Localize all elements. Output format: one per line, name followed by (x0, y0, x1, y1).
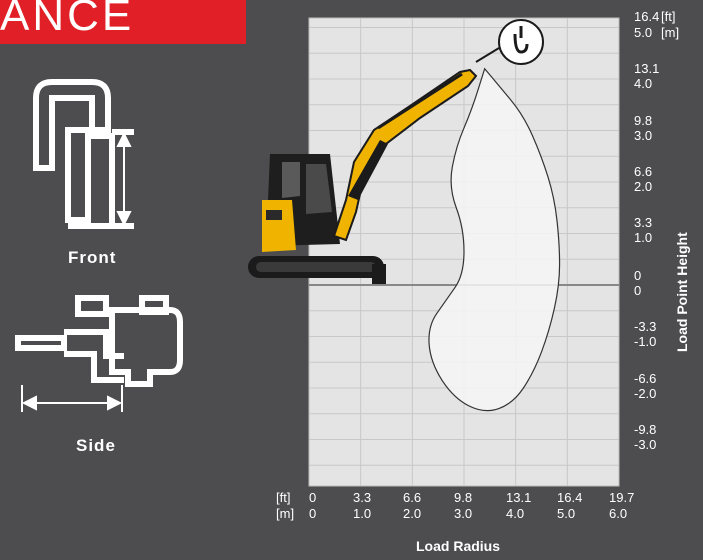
x-tick-ft: 16.4 (557, 490, 583, 505)
y-tick-m: 5.0 (634, 25, 653, 40)
y-unit-m: [m] (661, 25, 680, 40)
x-tick-m: 5.0 (557, 506, 576, 521)
y-tick-m: 3.0 (634, 128, 653, 143)
x-tick-m: 3.0 (454, 506, 473, 521)
side-label: Side (76, 436, 116, 455)
x-tick-ft: 6.6 (403, 490, 422, 505)
y-tick-ft: 9.8 (634, 113, 653, 128)
engine-cover (262, 200, 296, 252)
x-unit-ft: [ft] (276, 490, 291, 505)
x-tick-ft: 3.3 (353, 490, 372, 505)
x-tick-ft: 19.7 (609, 490, 635, 505)
y-tick-m: -1.0 (634, 334, 657, 349)
plot-border (308, 17, 620, 487)
boom (332, 68, 478, 242)
title-banner: ANCE (0, 0, 246, 44)
x-tick-m: 1.0 (353, 506, 372, 521)
x-tick-m: 4.0 (506, 506, 525, 521)
y-tick-m: 4.0 (634, 76, 653, 91)
y-tick-ft: -3.3 (634, 319, 657, 334)
hook-icon (498, 19, 544, 65)
y-tick-ft: -6.6 (634, 371, 657, 386)
y-unit-ft: [ft] (661, 9, 676, 24)
y-tick-ft: 6.6 (634, 164, 653, 179)
x-tick-ft: 0 (309, 490, 317, 505)
y-tick-ft: -9.8 (634, 422, 657, 437)
x-tick-ft: 9.8 (454, 490, 473, 505)
x-tick-ft: 13.1 (506, 490, 532, 505)
y-axis-title: Load Point Height (674, 232, 690, 352)
blade (372, 264, 386, 284)
y-tick-ft: 3.3 (634, 215, 653, 230)
front-label: Front (68, 248, 117, 267)
y-tick-m: -2.0 (634, 386, 657, 401)
y-tick-ft: 16.4 (634, 9, 660, 24)
x-unit-m: [m] (276, 506, 295, 521)
x-tick-m: 6.0 (609, 506, 628, 521)
y-tick-m: 2.0 (634, 179, 653, 194)
x-tick-m: 0 (309, 506, 317, 521)
y-tick-m: 0 (634, 283, 642, 298)
y-tick-m: -3.0 (634, 437, 657, 452)
y-tick-ft: 13.1 (634, 61, 660, 76)
y-tick-m: 1.0 (634, 230, 653, 245)
working-envelope (428, 67, 561, 412)
x-axis-title: Load Radius (416, 538, 501, 554)
x-tick-m: 2.0 (403, 506, 422, 521)
page-title: ANCE (0, 0, 135, 40)
y-tick-ft: 0 (634, 268, 642, 283)
